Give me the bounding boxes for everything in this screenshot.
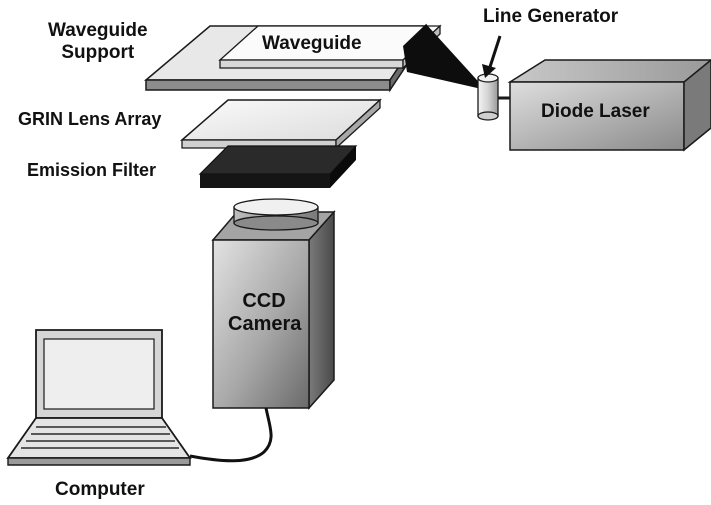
emission-filter (198, 145, 358, 188)
label-ccd-camera: CCD Camera (228, 290, 302, 335)
label-line-generator: Line Generator (483, 6, 619, 27)
line-generator-arrow (482, 35, 502, 78)
camera-lens (233, 198, 319, 231)
label-waveguide: Waveguide (262, 33, 362, 54)
diode-laser (507, 59, 711, 152)
label-diode-laser: Diode Laser (541, 101, 650, 122)
label-computer: Computer (55, 479, 145, 500)
camera-cable (189, 407, 273, 463)
line-generator (477, 73, 499, 121)
computer (6, 329, 192, 466)
grin-lens-array (179, 98, 382, 150)
label-waveguide-support: Waveguide Support (48, 20, 148, 63)
laser-beam (403, 24, 486, 90)
label-grin-lens-array: GRIN Lens Array (18, 109, 162, 129)
label-emission-filter: Emission Filter (27, 160, 157, 180)
